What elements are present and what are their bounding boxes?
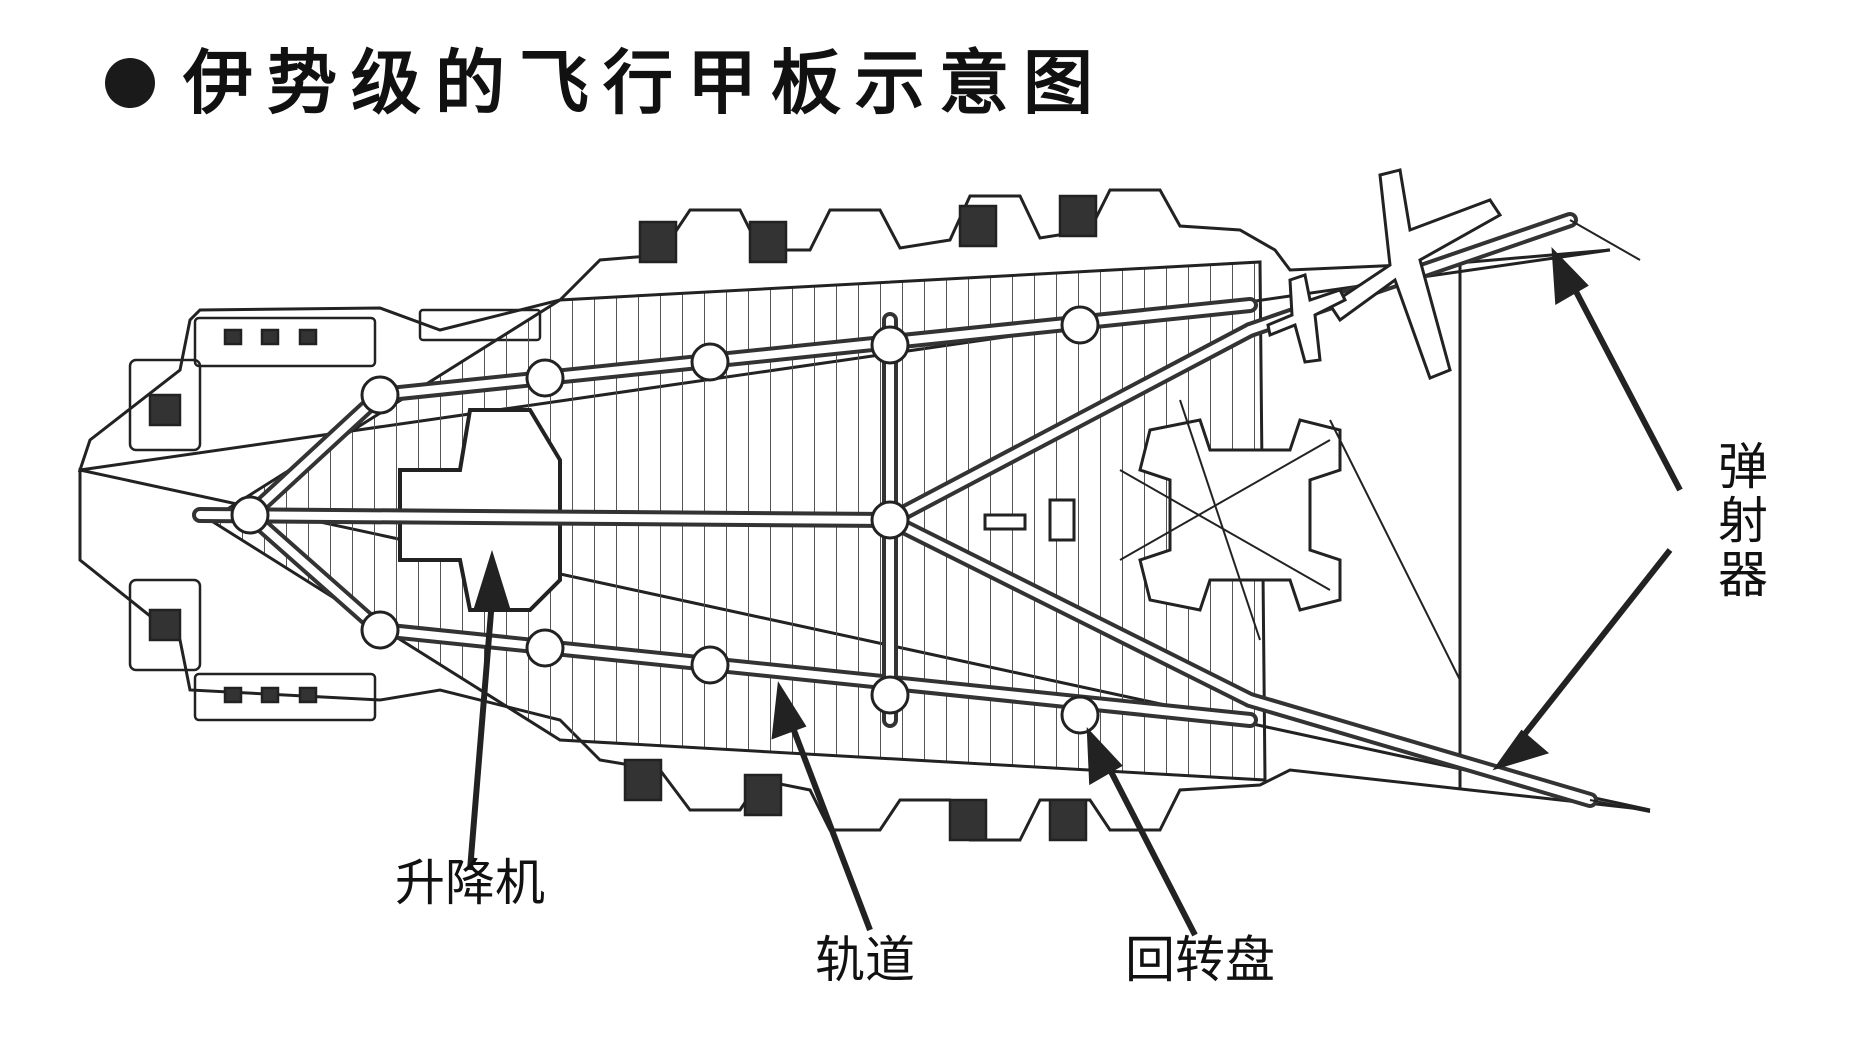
catapult-aircraft (1266, 168, 1503, 380)
label-track: 轨道 (815, 931, 915, 989)
aft-structure (983, 418, 1342, 612)
aft-struts (1119, 399, 1461, 681)
label-turntable: 回转盘 (1125, 931, 1275, 989)
label-catapult: 弹 射 器 (1715, 440, 1771, 602)
label-catapult-char-3: 器 (1718, 546, 1768, 604)
label-catapult-char-2: 射 (1718, 492, 1768, 550)
callout-arrows (467, 247, 1683, 937)
bullet-dot (105, 58, 155, 108)
diagram-title: 伊势级的飞行甲板示意图 (183, 41, 1107, 124)
label-catapult-char-1: 弹 (1718, 438, 1768, 496)
label-elevator: 升降机 (395, 854, 545, 912)
gun-tubs (128, 194, 1098, 842)
title-row: 伊势级的飞行甲板示意图 (105, 48, 1107, 118)
hull-outline (77, 188, 1651, 842)
turntables (230, 305, 1100, 735)
